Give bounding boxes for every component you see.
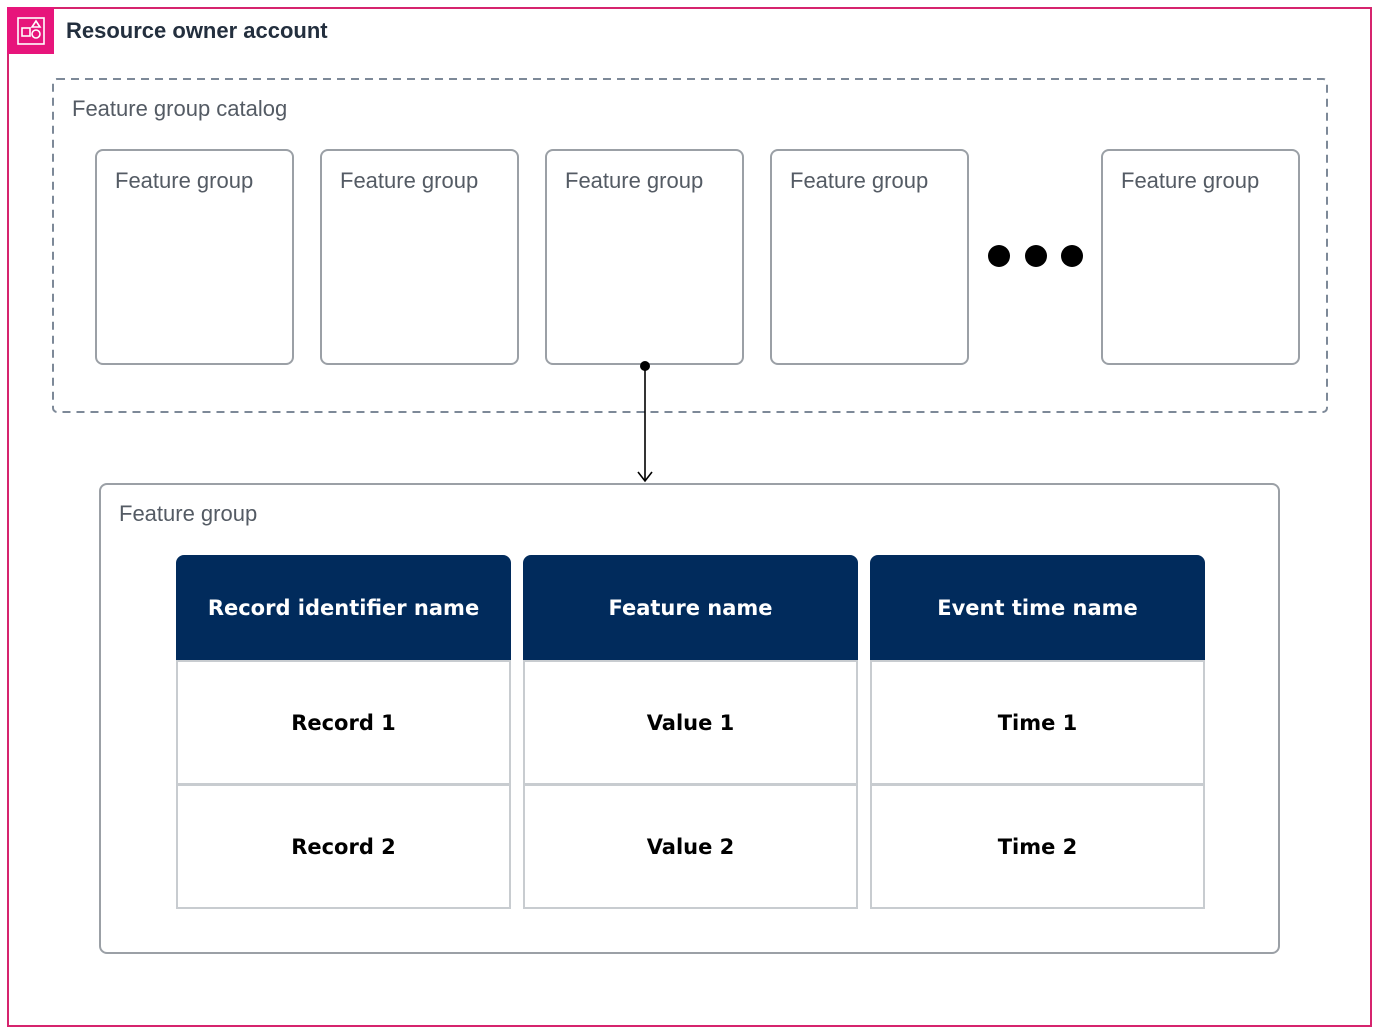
table-cell: Value 2 — [523, 784, 858, 909]
feature-group-card-label: Feature group — [565, 168, 704, 193]
column-header: Record identifier name — [176, 555, 511, 661]
feature-group-card-label: Feature group — [790, 168, 929, 193]
column-header: Event time name — [870, 555, 1205, 661]
table-cell: Time 2 — [870, 784, 1205, 909]
catalog-dashed-border — [52, 78, 1328, 413]
table-cell: Time 1 — [870, 660, 1205, 785]
more-icon — [988, 245, 1084, 269]
feature-group-card[interactable]: Feature group — [545, 149, 744, 365]
feature-group-card[interactable]: Feature group — [95, 149, 294, 365]
feature-group-card[interactable]: Feature group — [1101, 149, 1300, 365]
feature-group-card[interactable]: Feature group — [320, 149, 519, 365]
feature-group-card[interactable]: Feature group — [770, 149, 969, 365]
feature-group-card-label: Feature group — [1121, 168, 1260, 193]
table-column: Feature name Value 1 Value 2 — [523, 555, 858, 909]
shapes-icon — [16, 16, 45, 45]
column-header: Feature name — [523, 555, 858, 661]
table-column: Record identifier name Record 1 Record 2 — [176, 555, 511, 909]
account-title: Resource owner account — [66, 18, 328, 43]
ellipsis-dot — [1061, 245, 1083, 267]
feature-group-card-label: Feature group — [115, 168, 254, 193]
ellipsis-dot — [988, 245, 1010, 267]
table-cell: Record 1 — [176, 660, 511, 785]
table-column: Event time name Time 1 Time 2 — [870, 555, 1205, 909]
feature-group-catalog — [52, 78, 1328, 413]
detail-title: Feature group — [119, 501, 258, 526]
resource-account-icon — [7, 7, 54, 54]
catalog-title: Feature group catalog — [72, 96, 288, 121]
feature-group-card-label: Feature group — [340, 168, 479, 193]
table-cell: Value 1 — [523, 660, 858, 785]
table-cell: Record 2 — [176, 784, 511, 909]
ellipsis-dot — [1025, 245, 1047, 267]
